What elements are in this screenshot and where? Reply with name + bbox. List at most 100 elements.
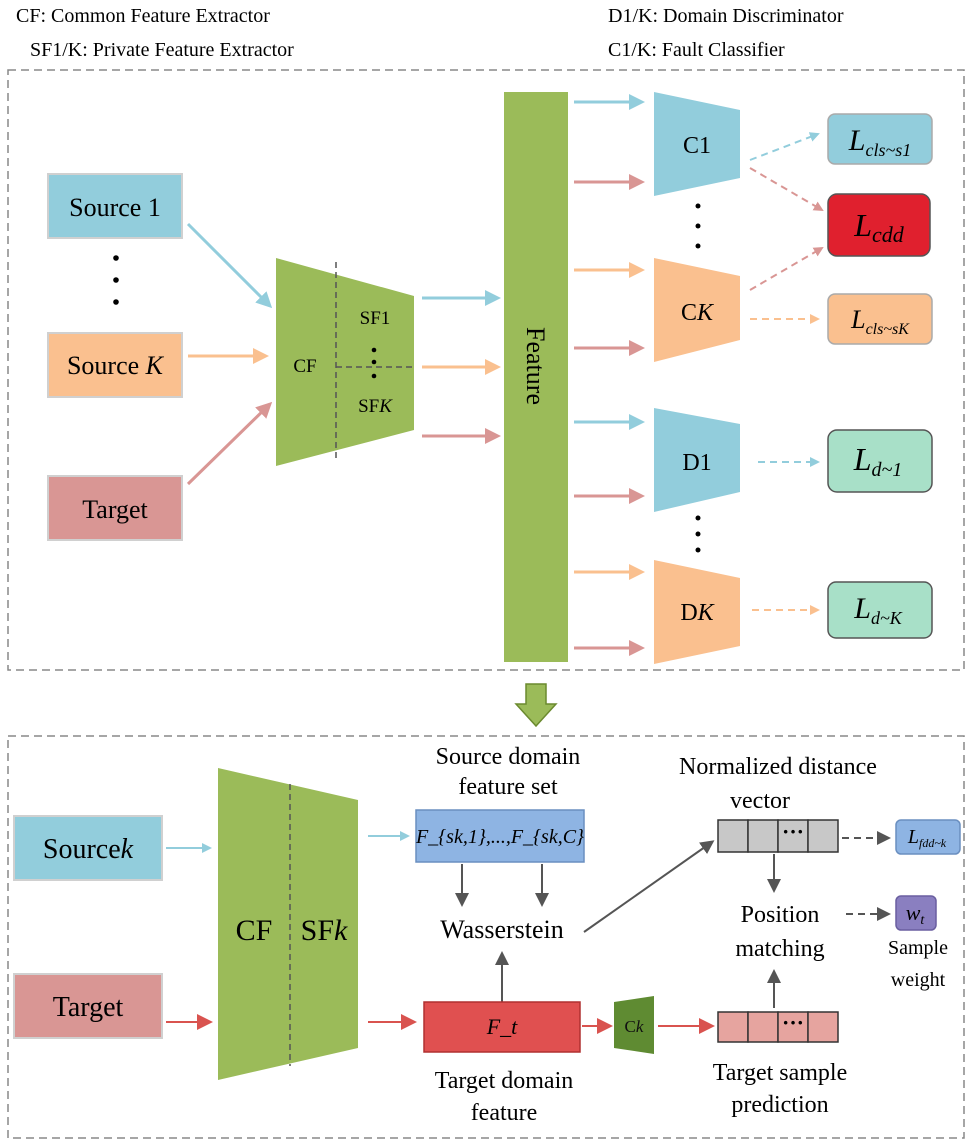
loss-cls-sK: Lcls~sK (827, 293, 933, 345)
loss-cls-sK-base: L (850, 305, 865, 334)
feature-label: Feature (521, 327, 550, 405)
loss-cls-sK-sub: cls~sK (866, 321, 911, 338)
feature-set-formula: F_{sk,1},...,F_{sk,C} (415, 826, 584, 848)
loss-fdd-sub: fdd~k (919, 836, 947, 850)
svg-text:Lcls~s1: Lcls~s1 (848, 124, 911, 160)
svg-text:F_t: F_t (486, 1014, 518, 1039)
svg-text:Lcdd: Lcdd (853, 207, 905, 247)
source-k-label: Source (43, 834, 121, 865)
vertical-dots-inputs (113, 255, 119, 305)
cK-label: C (681, 300, 697, 326)
svg-text:Ck: Ck (625, 1017, 644, 1036)
svg-text:wt: wt (906, 900, 926, 928)
sample-weight-title-1: Sample (888, 937, 948, 959)
legend-cf: CF: Common Feature Extractor (16, 5, 270, 27)
d1-label: D1 (682, 450, 711, 476)
wt-sub: t (920, 913, 925, 928)
svg-text:SFK: SFK (358, 396, 393, 417)
sf1-label: SF1 (360, 308, 391, 329)
sfK-var: K (378, 396, 393, 417)
ft-box: F_t (423, 1001, 581, 1053)
svg-text:Ld~1: Ld~1 (853, 441, 903, 481)
arrow-target-to-cf (186, 401, 273, 486)
discriminator-d1: D1 (654, 408, 740, 512)
source-feature-set-box: F_{sk,1},...,F_{sk,C} (415, 809, 585, 863)
prediction-vector: ··· (717, 1010, 839, 1043)
distance-dots: ··· (782, 819, 804, 844)
position-matching-title-2: matching (735, 936, 824, 962)
cf-label-top: CF (293, 356, 316, 377)
loss-dK-base: L (853, 592, 871, 625)
discriminator-dK: DK (654, 560, 740, 664)
target-prediction-title-1: Target sample (713, 1060, 848, 1086)
source-K-label: Source (67, 351, 139, 380)
dK-var: K (697, 600, 716, 626)
target-prediction-title-2: prediction (731, 1092, 828, 1118)
ck-label: C (625, 1017, 636, 1036)
arrow-wasserstein-to-distance (583, 840, 715, 933)
svg-text:Source K: Source K (67, 351, 165, 380)
cf-sf-extractor-bottom: CF SFk (218, 768, 358, 1080)
source-feature-set-title-2: feature set (458, 774, 558, 800)
target-feature-title-2: feature (471, 1100, 538, 1126)
loss-dK-sub: d~K (871, 608, 903, 628)
source-K-box: Source K (47, 332, 183, 398)
arrow-c1-loss-cls (749, 132, 820, 161)
classifier-ck: Ck (614, 996, 654, 1054)
source-1-box: Source 1 (47, 173, 183, 239)
loss-cls-s1-base: L (848, 124, 866, 157)
source-k-box: Sourcek (13, 815, 163, 881)
cf-sf-extractor-top: CF SF1 SFK (276, 258, 414, 466)
loss-d1-sub: d~1 (871, 459, 902, 481)
ft-label: F_t (486, 1014, 518, 1039)
target-box-top: Target (47, 475, 183, 541)
wasserstein-label: Wasserstein (440, 915, 564, 944)
svg-text:DK: DK (680, 600, 715, 626)
target-label-top: Target (82, 495, 148, 524)
sfK-label: SF (358, 396, 379, 417)
loss-cdd-sub: cdd (872, 222, 905, 247)
prediction-dots: ··· (782, 1010, 804, 1035)
classifier-cK: CK (654, 258, 740, 362)
feature-bar: Feature (504, 92, 568, 662)
svg-text:Lcls~sK: Lcls~sK (850, 305, 910, 338)
normalized-distance-title-2: vector (730, 788, 790, 814)
svg-text:Sourcek: Sourcek (43, 834, 134, 865)
arrow-cK-loss-cdd (749, 246, 824, 291)
sample-weight-title-2: weight (891, 969, 946, 991)
arrow-source1-to-cf (186, 222, 273, 309)
source-1-label: Source 1 (69, 193, 161, 222)
legend-c: C1/K: Fault Classifier (608, 39, 785, 61)
source-feature-set-title-1: Source domain (436, 744, 581, 770)
sample-weight-box: wt (895, 895, 937, 931)
svg-text:CK: CK (681, 300, 715, 326)
distance-vector: ··· (717, 819, 839, 853)
normalized-distance-title-1: Normalized distance (679, 754, 877, 780)
source-k-var: k (121, 834, 134, 865)
ck-var: k (636, 1017, 644, 1036)
loss-fdd: Lfdd~k (895, 819, 961, 855)
down-arrow-icon (514, 683, 558, 728)
loss-cls-s1: Lcls~s1 (827, 113, 933, 165)
c1-label: C1 (683, 133, 711, 159)
loss-cdd-base: L (853, 207, 872, 243)
target-feature-title-1: Target domain (435, 1068, 574, 1094)
sfk-label: SF (301, 914, 334, 947)
target-label-bottom: Target (53, 992, 124, 1023)
dK-label: D (680, 600, 697, 626)
source-K-var: K (145, 351, 165, 380)
svg-text:F_{sk,1},...,F_{sk,C}: F_{sk,1},...,F_{sk,C} (415, 826, 584, 848)
target-box-bottom: Target (13, 973, 163, 1039)
legend-sf: SF1/K: Private Feature Extractor (30, 39, 294, 61)
vertical-dots-discriminators (695, 515, 701, 553)
legend-d: D1/K: Domain Discriminator (608, 5, 844, 27)
svg-text:Lfdd~k: Lfdd~k (907, 826, 947, 850)
top-panel (7, 69, 965, 671)
cf-label-bottom: CF (236, 914, 273, 947)
loss-cls-s1-sub: cls~s1 (865, 140, 911, 160)
svg-text:SFk: SFk (301, 914, 348, 947)
loss-cdd: Lcdd (827, 193, 931, 257)
wt-base: w (906, 900, 921, 925)
loss-dK: Ld~K (827, 581, 933, 639)
